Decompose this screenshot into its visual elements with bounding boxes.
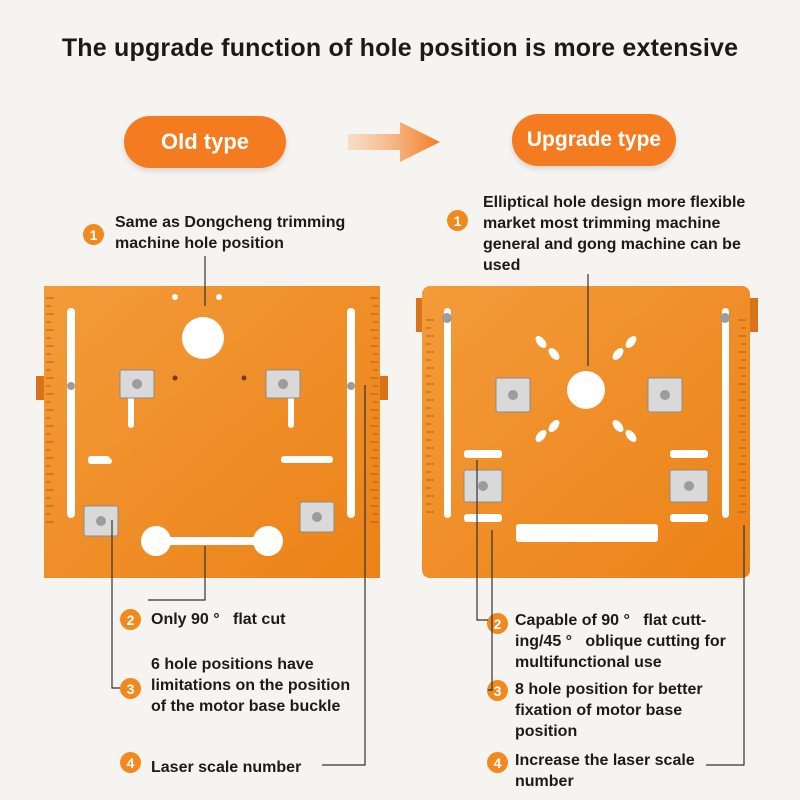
old-note-2: Only 90 ° flat cut xyxy=(151,611,286,628)
page-headline: The upgrade function of hole position is… xyxy=(61,34,739,62)
new-note-1-badge: 1 xyxy=(447,210,468,231)
new-note-4: Increase the laser scale number xyxy=(515,752,695,790)
upgrade-type-label: Upgrade type xyxy=(512,114,676,166)
old-note-4: Laser scale number xyxy=(151,759,302,776)
new-note-1: Elliptical hole design more flexible mar… xyxy=(483,194,746,274)
old-note-2-badge: 2 xyxy=(120,609,141,630)
old-note-3: 6 hole positions have limitations on the… xyxy=(151,656,351,715)
upgrade-type-plate-image xyxy=(416,286,758,578)
arrow-right-icon xyxy=(348,122,440,162)
new-note-2: Capable of 90 ° flat cutt-ing/45 ° obliq… xyxy=(515,612,731,671)
new-note-4-badge: 4 xyxy=(487,752,508,773)
old-note-1: Same as Dongcheng trimming machine hole … xyxy=(115,214,346,252)
old-note-3-badge: 3 xyxy=(120,678,141,699)
old-note-1-badge: 1 xyxy=(83,224,104,245)
old-type-plate-image xyxy=(36,286,388,578)
new-note-3: 8 hole position for better fixation of m… xyxy=(515,681,703,740)
old-type-label: Old type xyxy=(124,116,286,168)
old-note-4-badge: 4 xyxy=(120,752,141,773)
